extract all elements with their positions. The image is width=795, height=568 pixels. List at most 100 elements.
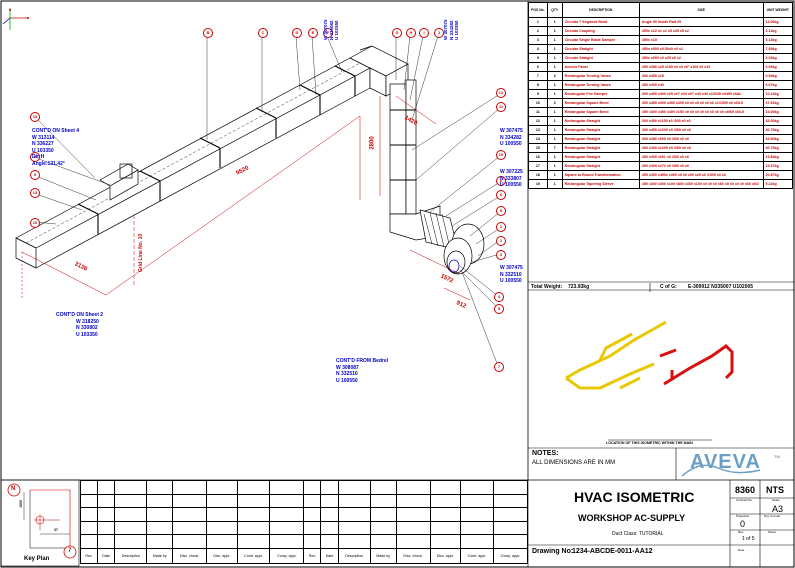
bom-cell-size: 300 x450 x000 x0 /300 x0 x0	[638, 134, 764, 144]
bom-cell-wt: 40.70kg	[762, 125, 794, 135]
revision-cell	[80, 520, 98, 535]
revision-cell	[492, 493, 529, 508]
revision-row	[80, 493, 529, 508]
bom-cell-pos: 16	[528, 152, 548, 162]
tag-marker: 5	[496, 206, 506, 216]
tag-marker: E	[308, 28, 318, 38]
cont-from-n: N 332510	[336, 371, 358, 377]
tag-marker: 6	[496, 190, 506, 200]
revision-cell	[146, 507, 174, 522]
revision-cell: Made by	[369, 547, 397, 564]
bom-cell-desc: Rectangular Straight	[561, 116, 640, 126]
revision-cell: Rev.	[303, 547, 322, 564]
bom-cell-wt: 3.13kg	[762, 35, 794, 45]
revision-cell	[96, 507, 116, 522]
bom-cell-pos: 5	[528, 53, 548, 63]
title-block-grid	[527, 281, 794, 567]
bom-cell-wt: 23.57kg	[762, 161, 794, 171]
bom-cell-wt: 0.67kg	[762, 80, 794, 90]
revision-cell	[492, 507, 529, 522]
revision-cell: Contr. appr.	[460, 547, 494, 564]
bom-cell-wt: 10.22kg	[762, 89, 794, 99]
revision-cell	[337, 520, 371, 535]
revision-cell	[146, 480, 174, 495]
bom-cell-size: 450 x300 x450x x300 x0 x0 x00 x25 x0 /15…	[638, 170, 764, 180]
revision-cell	[146, 520, 174, 535]
bom-cell-pos: 7	[528, 71, 548, 81]
revision-cell: Disc. appr.	[206, 547, 238, 564]
coord-top1: W 307075 N 335082 U 103350	[323, 19, 340, 40]
revision-cell	[96, 493, 116, 508]
cont-from-w: W 308087	[336, 364, 359, 371]
location-minimap	[530, 292, 792, 442]
tag-marker: C	[258, 28, 268, 38]
tag-marker: 4	[494, 292, 504, 302]
key-plan-number: 7	[68, 548, 72, 554]
tag-marker: 13	[30, 188, 40, 198]
key-plan-north: N	[11, 486, 16, 492]
bom-cell-qty: 1	[546, 17, 563, 27]
revision-cell	[236, 520, 271, 535]
coord-top1-w: W 307075	[323, 19, 328, 40]
coord-r1-w: W 307475	[500, 128, 523, 134]
bom-cell-desc: Rectangular Fire Damper	[561, 89, 640, 99]
revision-cell	[460, 493, 494, 508]
bom-cell-size: 300 x450 x1100 x0 /300 x0 x0	[638, 116, 764, 126]
cont-sheet4-w: W 313114	[32, 134, 55, 141]
revision-cell	[303, 520, 322, 535]
revision-cell: Description	[114, 547, 148, 564]
bom-cell-size: 300 x450 x300 x25 x07 x03 x07 x40 x40 x1…	[638, 89, 764, 99]
revision-cell	[460, 534, 494, 549]
cont-sheet2-n: N 330802	[76, 325, 98, 331]
bom-cell-qty: 1	[546, 107, 563, 117]
revision-row	[80, 534, 529, 549]
bom-header-pos: POS No.	[528, 2, 548, 18]
bom-header-weight: UNIT WEIGHT	[762, 2, 794, 18]
contract-number-label: Contract No.	[736, 498, 753, 502]
revision-cell	[369, 493, 397, 508]
aveva-logo: AVEVA	[690, 451, 761, 473]
revision-cell: Date	[96, 547, 116, 564]
bom-cell-size: 450 x350 x25 x150 x0 x0 x0° x100 x0 x10	[638, 62, 764, 72]
key-plan-dim2: 37	[54, 528, 58, 532]
revision-cell	[320, 493, 339, 508]
key-plan-label: Key Plan	[24, 556, 50, 562]
bom-cell-size: Angle 90 Inside Rad 25	[638, 17, 764, 27]
cont-sheet4-block: CONT'D ON Sheet 4 W 313114 N 336227 U 10…	[32, 128, 79, 167]
size-value: A3	[772, 504, 784, 514]
revision-cell	[269, 493, 305, 508]
bom-cell-size: 450 x300 x450 x300 x150 x0 x0 x0 x0 x0 x…	[638, 107, 764, 117]
revision-cell	[460, 507, 494, 522]
revision-cell	[369, 507, 397, 522]
bom-cell-qty: 1	[546, 116, 563, 126]
revision-cell	[395, 493, 431, 508]
revision-cell	[395, 480, 431, 495]
bom-cell-pos: 9	[528, 89, 548, 99]
bom-cell-wt: 11.00kg	[762, 17, 794, 27]
tag-marker: F	[323, 28, 333, 38]
revision-cell	[320, 507, 339, 522]
bom-cell-pos: 14	[528, 134, 548, 144]
bom-cell-desc: Rectangular Straight	[561, 125, 640, 135]
coord-r3-w: W 307475	[500, 265, 523, 271]
tag-marker: 11	[496, 102, 506, 112]
revision-cell: Disc. check.	[395, 547, 431, 564]
bom-cell-size: 450 x300 x40	[638, 80, 764, 90]
total-weight-value: 723.93kg	[568, 284, 590, 290]
tag-marker: 5	[494, 304, 504, 314]
revision-cell	[114, 493, 148, 508]
coord-r2-u: U 100550	[500, 182, 522, 188]
bom-cell-qty: 1	[546, 53, 563, 63]
bom-cell-qty: 1	[546, 26, 563, 36]
bom-cell-qty: 1	[546, 161, 563, 171]
coord-r2: W 307225 N 333807 U 100550	[500, 169, 523, 189]
bom-cell-pos: 17	[528, 161, 548, 171]
bom-cell-qty: 1	[546, 89, 563, 99]
